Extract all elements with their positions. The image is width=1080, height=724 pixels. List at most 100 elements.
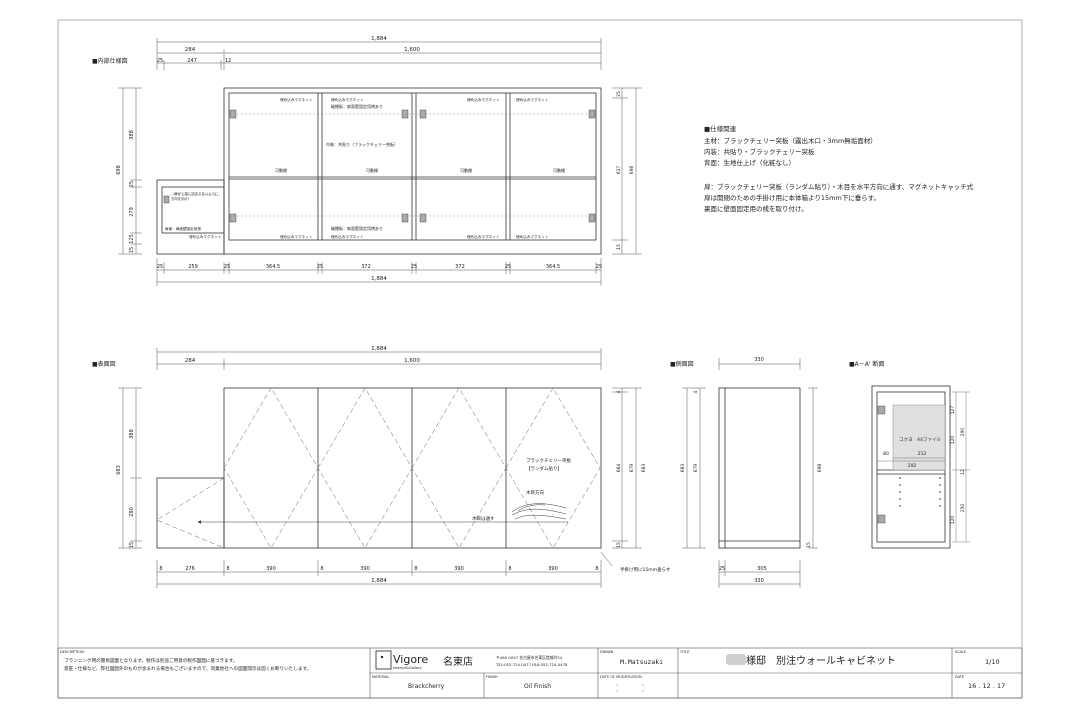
- interior-cabinet-outline: [156, 87, 602, 255]
- front-bottom-dimensions: [156, 551, 613, 588]
- dim-front-664: 664: [616, 464, 622, 473]
- dim-front-bottom: 8: [320, 566, 323, 572]
- dim-front-bottom: 8: [595, 566, 598, 572]
- dim-section-292: 292: [908, 463, 917, 469]
- dim-side-683: 683: [680, 464, 686, 473]
- label-door-material-sub: 【ランダム貼り】: [526, 465, 562, 472]
- client-name-redacted: [726, 654, 746, 665]
- spec-line: 扉は開閉のための手掛け用に本体箱より15mm下に垂らす。: [704, 193, 880, 202]
- dim-front-right-4: 4: [616, 390, 622, 393]
- dim-front-679: 679: [629, 464, 635, 473]
- title-block-grid: [57, 647, 1023, 699]
- dim-interior-617: 617: [616, 166, 622, 175]
- dim-interior-247: 247: [187, 58, 197, 64]
- modification-label: DATE OF MODIFICATION: [600, 675, 642, 679]
- spec-heading: ■仕様関連: [704, 124, 737, 133]
- dim-interior-388: 388: [129, 130, 135, 140]
- label-small-note: 方向を向け）: [171, 196, 191, 201]
- material-value: Brackcherry: [408, 683, 445, 690]
- drawn-value: M.Matsuzaki: [620, 658, 663, 666]
- dim-side-4: 4: [693, 390, 699, 393]
- view-label-interior: ■内部仕様図: [92, 57, 128, 65]
- dim-section-250: 250: [960, 504, 966, 513]
- dim-interior-279: 279: [129, 207, 135, 217]
- label-interior-note: 内装：共貼り（ブラックチェリー突板）: [326, 141, 398, 147]
- dim-front-bottom: 276: [185, 566, 195, 572]
- dim-bottom: 372: [361, 264, 371, 270]
- date-label: DATE: [955, 675, 964, 679]
- label-shelf: 可動棚: [553, 167, 565, 173]
- door-swing-lines: [156, 387, 601, 549]
- label-a4-file: A4ファイル: [917, 437, 941, 443]
- dim-bottom: 25: [505, 264, 511, 270]
- dim-front-bottom: 390: [360, 566, 370, 572]
- dim-interior-1600: 1,600: [404, 47, 420, 53]
- dim-interior-25: 25: [157, 58, 163, 64]
- label-glass-bottom: 破棚板：扉面壁固定用桟あり: [331, 225, 383, 231]
- front-top-dimensions: [156, 348, 602, 370]
- sheet-border: [57, 19, 1023, 699]
- finish-label: FINISH: [486, 675, 498, 679]
- dim-bottom: 25: [411, 264, 417, 270]
- label-shelf: 可動棚: [460, 167, 472, 173]
- dim-section-120-b: 120: [950, 516, 956, 525]
- section-shelf-pins: [899, 477, 941, 507]
- wood-grain-sketch: [511, 503, 567, 520]
- interior-hidden-lines: [170, 113, 596, 217]
- label-magnet: 埋め込みマグネット: [331, 234, 364, 239]
- drawn-label: DRAWN: [600, 650, 614, 654]
- dim-front-bottom: 8: [508, 566, 511, 572]
- brand-logo: Vigore interior&Gallery: [375, 650, 428, 670]
- dim-interior-125: 125: [129, 234, 135, 244]
- dim-bottom: 25: [317, 264, 323, 270]
- section-dim-lines: [877, 391, 970, 543]
- dim-front-1600: 1,600: [404, 358, 420, 364]
- section-hinges: [877, 405, 886, 524]
- file-placeholder: [892, 404, 946, 471]
- dim-interior-698-right: 698: [629, 166, 635, 175]
- dim-front-683-left: 683: [116, 465, 122, 475]
- spec-line: 裏面に壁面固定用の桟を取り付け。: [704, 204, 808, 213]
- desc-line-1: プランニング用の簡易図面となります。製作は別途ご用意の製作図面に基づきます。: [64, 657, 238, 664]
- dim-section-290: 290: [960, 428, 966, 437]
- dim-front-15-left: 15: [129, 542, 135, 548]
- store-tel: TEL:052-724-0477 FAX:052-724-0478: [495, 662, 568, 667]
- label-magnet: 埋め込みマグネット: [467, 97, 500, 102]
- label-shelf: 可動棚: [275, 167, 287, 173]
- dim-front-bottom: 390: [548, 566, 558, 572]
- dim-interior-right-25: 25: [616, 91, 622, 97]
- dim-side-305: 305: [757, 566, 767, 572]
- view-label-section: ■A－A' 断面: [849, 360, 884, 368]
- side-cabinet-outline: [718, 387, 801, 549]
- view-label-front: ■表面図: [92, 360, 116, 368]
- dim-bottom: 25: [596, 264, 602, 270]
- label-magnet: 埋め込みマグネット: [189, 234, 222, 239]
- store-name: 名東店: [443, 655, 473, 668]
- label-door-material: ブラックチェリー突板: [526, 457, 571, 464]
- dim-bottom: 364.5: [266, 264, 280, 270]
- material-label: MATERIAL: [372, 675, 389, 679]
- dim-front-right-15: 15: [616, 542, 622, 548]
- dim-section-212: 212: [918, 451, 927, 457]
- desc-label: DESCRIPTION: [60, 650, 84, 654]
- dim-interior-12: 12: [225, 58, 231, 64]
- dim-section-127: 127: [950, 406, 956, 415]
- spec-notes: ■仕様関連 主材：ブラックチェリー突板（露出木口・3mm無垢面材） 内装：共貼り…: [704, 124, 974, 213]
- dim-bottom: 364.5: [546, 264, 560, 270]
- brand-sub: interior&Gallery: [393, 666, 423, 670]
- dim-section-80: 80: [883, 451, 889, 457]
- dim-front-388: 388: [129, 429, 135, 439]
- interior-left-dimensions: [118, 87, 142, 255]
- label-magnet: 埋め込みマグネット: [331, 97, 364, 102]
- side-dimensions: [682, 358, 818, 588]
- dim-front-683-right: 683: [641, 464, 647, 473]
- dim-front-bottom: 8: [414, 566, 417, 572]
- label-shelf: 可動棚: [366, 167, 378, 173]
- desc-line-2: 意匠・仕様など、弊社図面外のものが含まれる場合もございますので、同業他社への図面…: [64, 665, 311, 672]
- dim-interior-698-left: 698: [116, 165, 122, 175]
- dim-side-330-top: 330: [754, 357, 764, 363]
- dim-front-bottom: 8: [159, 566, 162, 572]
- dim-interior-15: 15: [129, 247, 135, 253]
- finish-value: Oil Finish: [524, 683, 551, 690]
